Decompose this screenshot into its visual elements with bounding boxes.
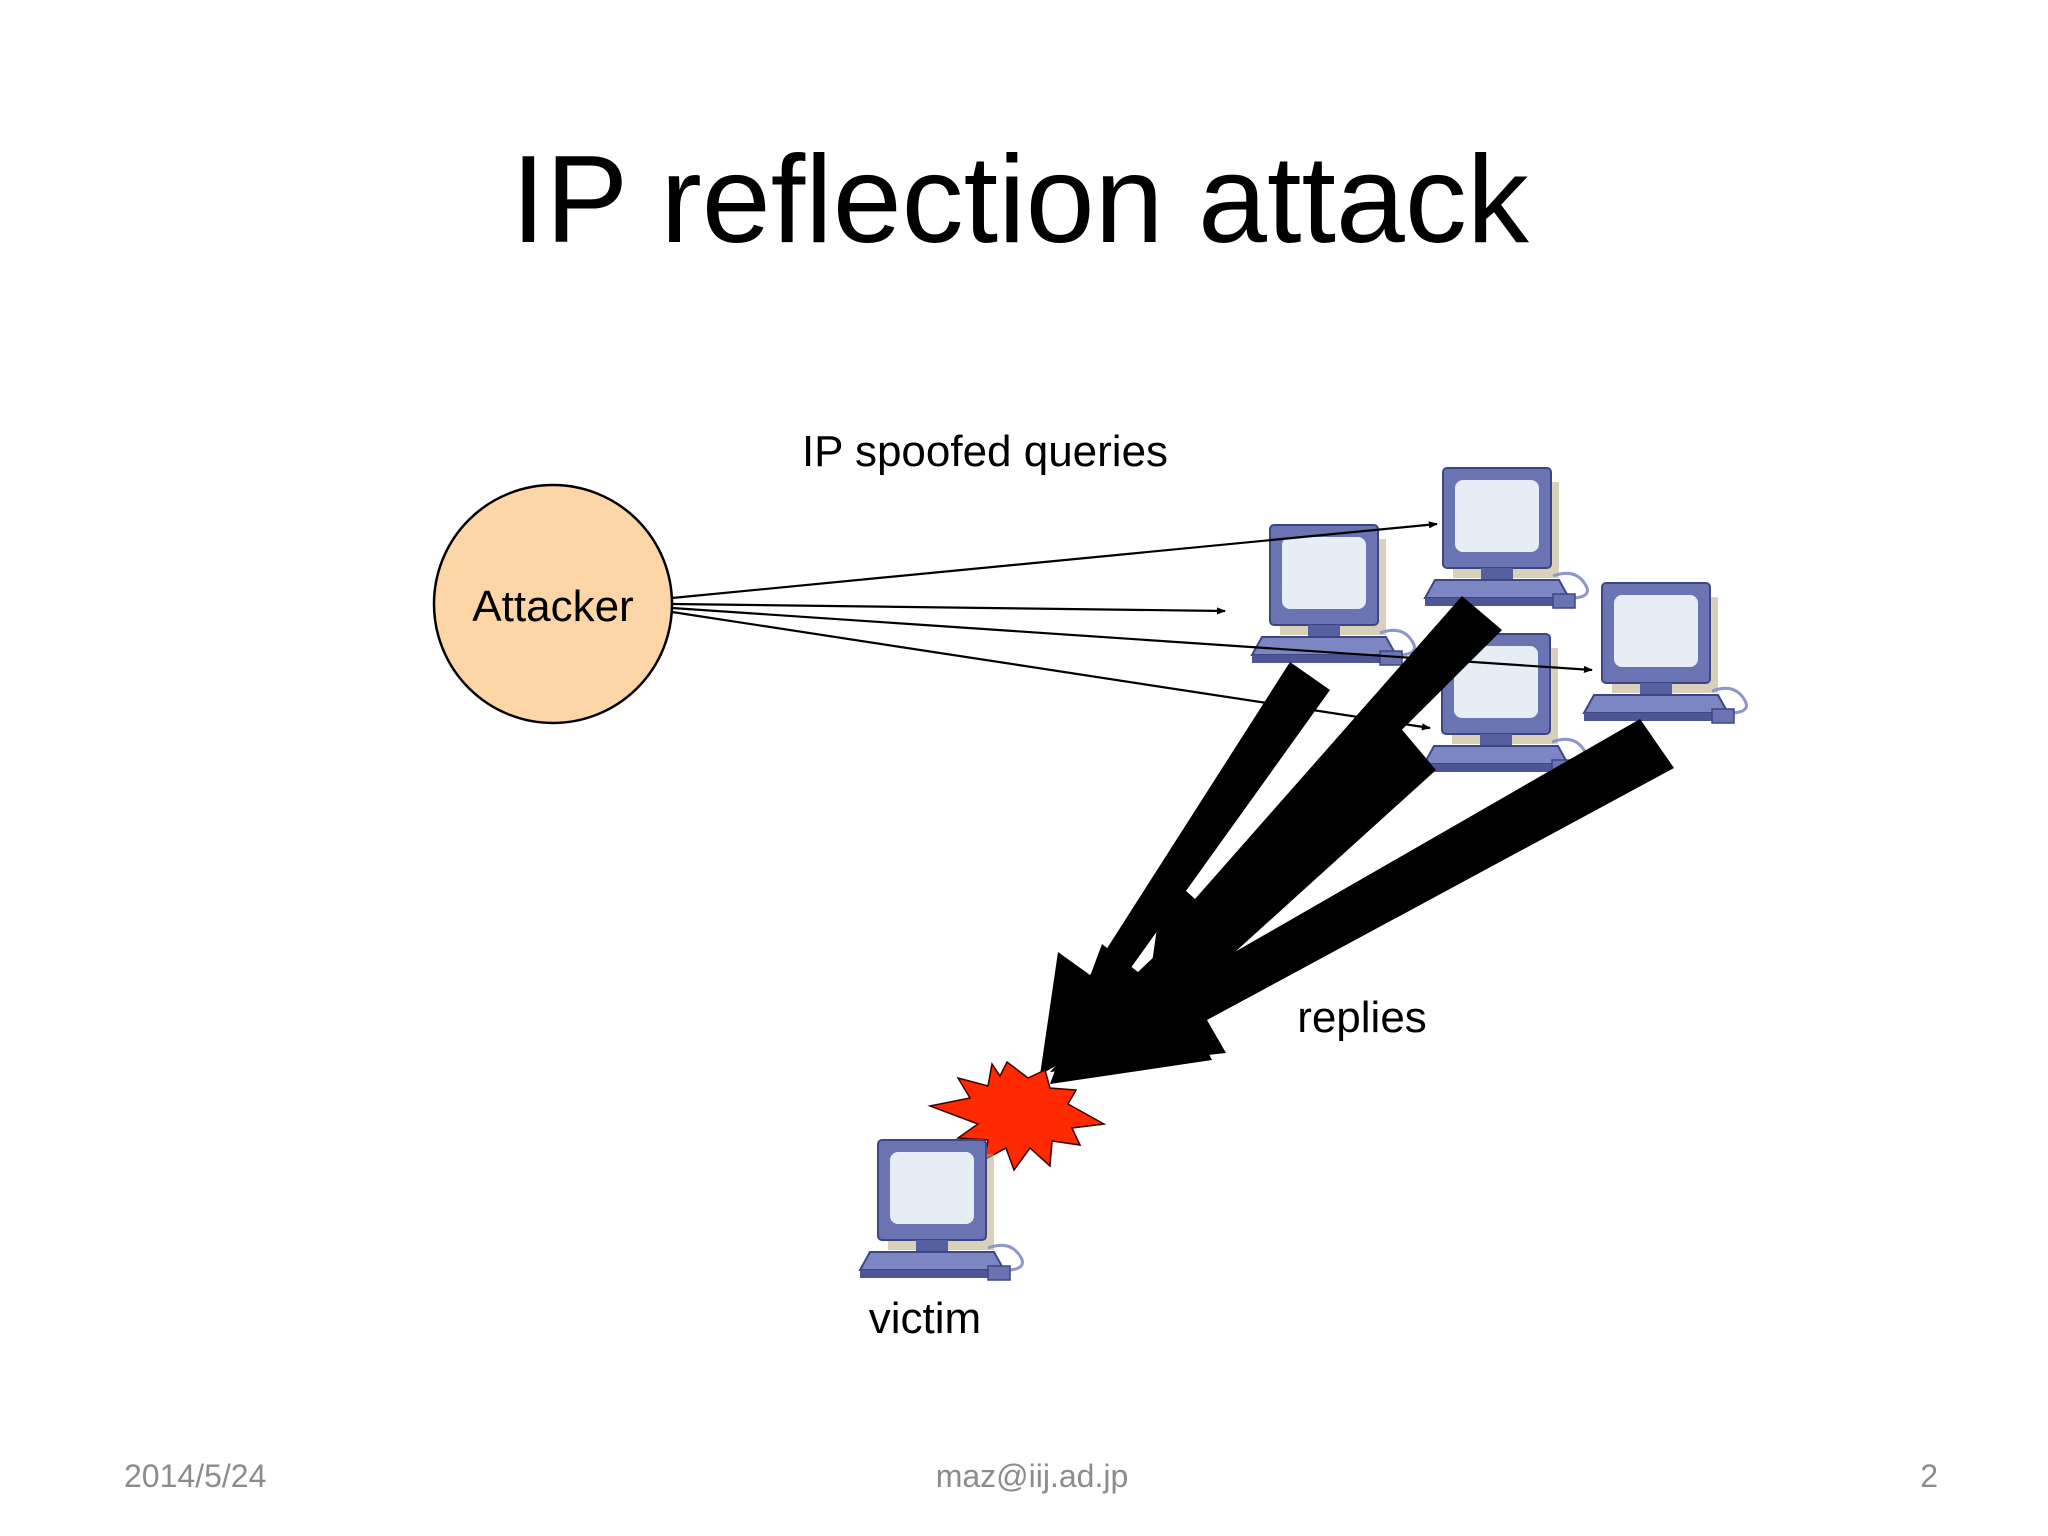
victim-label: victim [869,1294,981,1343]
footer-page-number: 2 [1920,1458,1938,1494]
attacker-label: Attacker [472,582,633,631]
reflector-computer-4 [1582,581,1748,725]
query-arrow-1 [671,521,1438,600]
victim-computer [858,1138,1024,1282]
reply-arrow-4 [1050,725,1436,1084]
query-arrow-2 [671,602,1226,615]
reply-arrows [1040,596,1674,1084]
page-title: IP reflection attack [511,131,1530,269]
queries-label: IP spoofed queries [802,427,1168,476]
reply-arrow-3 [1050,719,1674,1072]
replies-label: replies [1297,993,1427,1042]
attacker-node [432,483,674,725]
reflector-computer-2 [1423,466,1589,610]
footer-author: maz@iij.ad.jp [936,1458,1129,1494]
impact-explosion-icon [927,1060,1107,1172]
reflector-computer-1 [1250,523,1416,667]
footer-date: 2014/5/24 [124,1458,266,1494]
